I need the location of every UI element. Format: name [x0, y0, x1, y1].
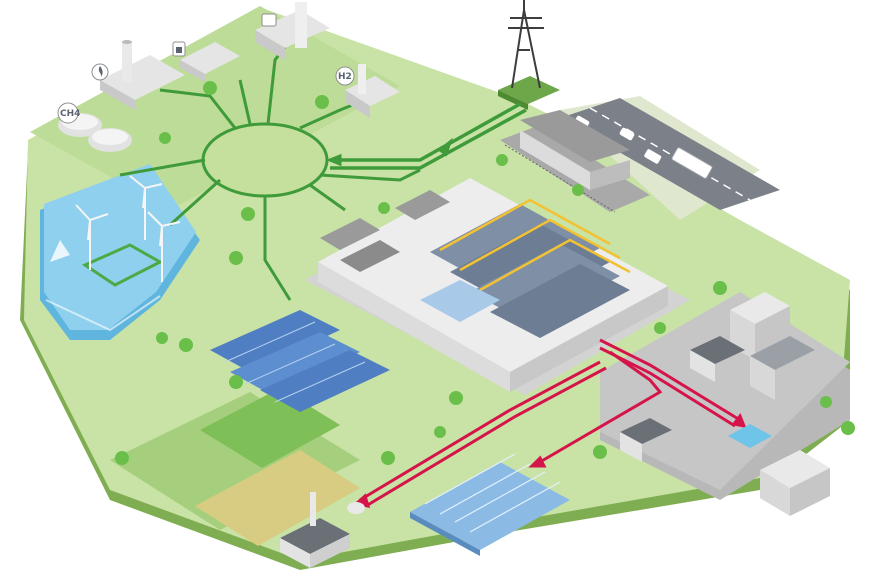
storage-depot — [172, 41, 240, 82]
residential-area — [620, 292, 830, 516]
trees — [115, 81, 855, 465]
energy-network — [81, 39, 527, 301]
factory-plant — [255, 2, 330, 60]
swimming-pool — [728, 424, 772, 448]
greenhouse — [410, 453, 570, 556]
energy-hub-ring — [201, 122, 329, 198]
hydrogen-icon — [335, 66, 355, 86]
hydrogen-label: H2 — [338, 72, 352, 82]
factory-icon — [261, 13, 277, 27]
hydrogen-plant: H2 — [335, 64, 400, 118]
power-pylon-icon — [498, 0, 560, 110]
wind-turbine-icon — [147, 211, 181, 282]
biogas-plant: CH4 — [57, 102, 132, 152]
power-plant-plate — [30, 6, 400, 210]
methane-label: CH4 — [60, 109, 80, 119]
train-station — [520, 110, 630, 190]
server-racks — [430, 204, 630, 338]
wind-turbine-icon — [129, 175, 163, 240]
methane-icon — [57, 102, 79, 124]
cooling-pipes — [439, 198, 631, 292]
car — [644, 149, 662, 164]
data-center — [305, 178, 690, 395]
control-room — [420, 280, 500, 322]
wind-turbine-icon — [75, 204, 109, 270]
solar-field — [210, 310, 390, 412]
sea — [40, 164, 200, 340]
wind-farm — [75, 175, 181, 282]
farm — [280, 492, 365, 568]
truck — [671, 147, 713, 179]
car — [619, 127, 635, 141]
gas-plant — [91, 40, 185, 110]
heat-network — [352, 338, 747, 508]
